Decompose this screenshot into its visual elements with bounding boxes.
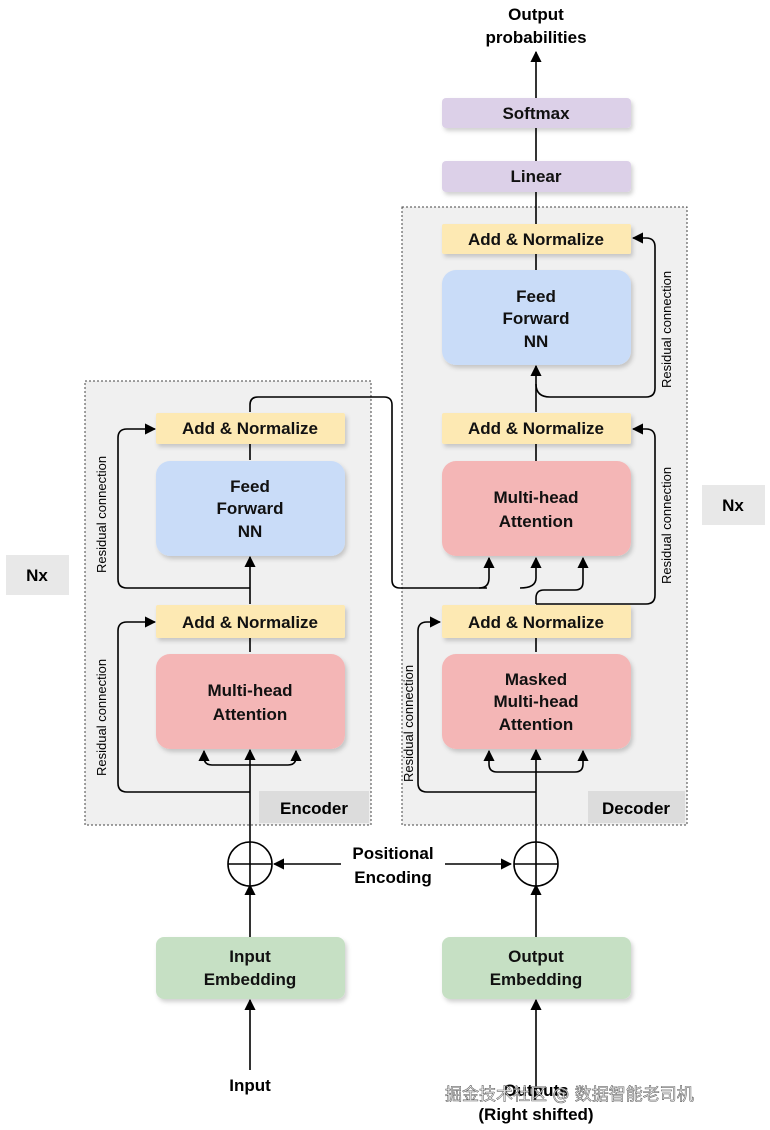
encoder-feed-forward <box>156 461 345 556</box>
nx-right-label: Nx <box>722 496 744 515</box>
nx-left-tag <box>6 555 69 595</box>
output-probabilities-line2: probabilities <box>485 28 586 47</box>
encoder-attn-line2: Attention <box>213 705 288 724</box>
decoder-add-circle <box>513 841 559 887</box>
decoder-add-norm-bottom <box>442 605 631 638</box>
decoder-tag <box>588 791 685 823</box>
decoder-add-norm-bottom-label: Add & Normalize <box>468 613 604 632</box>
encoder-residual-label-2: Residual connection <box>94 456 109 573</box>
outputs-label-line1: Outputs <box>503 1081 568 1100</box>
decoder-add-norm-top-label: Add & Normalize <box>468 230 604 249</box>
input-embedding-line1: Input <box>229 947 271 966</box>
encoder-add-circle <box>227 841 273 887</box>
input-embedding-line2: Embedding <box>204 970 297 989</box>
decoder-ff-line1: Feed <box>516 287 556 306</box>
decoder-add-norm-mid-label: Add & Normalize <box>468 419 604 438</box>
decoder-masked-attention <box>442 654 631 749</box>
encoder-tag <box>259 791 369 823</box>
decoder-masked-line2: Multi-head <box>494 692 579 711</box>
input-embedding <box>156 937 345 999</box>
output-embedding <box>442 937 631 999</box>
encoder-tag-label: Encoder <box>280 799 348 818</box>
output-embedding-line2: Embedding <box>490 970 583 989</box>
linear-block <box>442 161 631 192</box>
positional-encoding-line2: Encoding <box>354 868 431 887</box>
encoder-add-norm-bottom-label: Add & Normalize <box>182 613 318 632</box>
decoder-residual-label-2: Residual connection <box>659 467 674 584</box>
decoder-feed-forward <box>442 270 631 365</box>
decoder-add-norm-mid <box>442 413 631 444</box>
decoder-ff-line3: NN <box>524 332 549 351</box>
encoder-add-norm-top-label: Add & Normalize <box>182 419 318 438</box>
nx-left-label: Nx <box>26 566 48 585</box>
softmax-block <box>442 98 631 128</box>
decoder-residual-label-1: Residual connection <box>401 665 416 782</box>
encoder-add-norm-top <box>156 413 345 444</box>
decoder-cross-attn-line2: Attention <box>499 512 574 531</box>
input-label: Input <box>229 1076 271 1095</box>
encoder-stack <box>84 380 372 826</box>
decoder-residual-label-3: Residual connection <box>659 271 674 388</box>
encoder-residual-label-1: Residual connection <box>94 659 109 776</box>
encoder-ff-line1: Feed <box>230 477 270 496</box>
decoder-masked-line3: Attention <box>499 715 574 734</box>
output-probabilities-line1: Output <box>508 5 564 24</box>
output-embedding-line1: Output <box>508 947 564 966</box>
decoder-tag-label: Decoder <box>602 799 670 818</box>
decoder-ff-line2: Forward <box>502 309 569 328</box>
decoder-cross-attn-line1: Multi-head <box>494 488 579 507</box>
watermark: 掘金技术社区 @ 数据智能老司机 <box>445 1085 694 1105</box>
decoder-add-norm-top <box>442 224 631 254</box>
encoder-attention <box>156 654 345 749</box>
encoder-ff-line2: Forward <box>216 499 283 518</box>
nx-right-tag <box>702 485 765 525</box>
encoder-ff-line3: NN <box>238 522 263 541</box>
linear-label: Linear <box>510 167 561 186</box>
positional-encoding-line1: Positional <box>352 844 433 863</box>
softmax-label: Softmax <box>502 104 570 123</box>
encoder-attn-line1: Multi-head <box>208 681 293 700</box>
decoder-cross-attention <box>442 461 631 556</box>
decoder-masked-line1: Masked <box>505 670 567 689</box>
outputs-label-line2: (Right shifted) <box>478 1105 593 1124</box>
encoder-add-norm-bottom <box>156 605 345 638</box>
